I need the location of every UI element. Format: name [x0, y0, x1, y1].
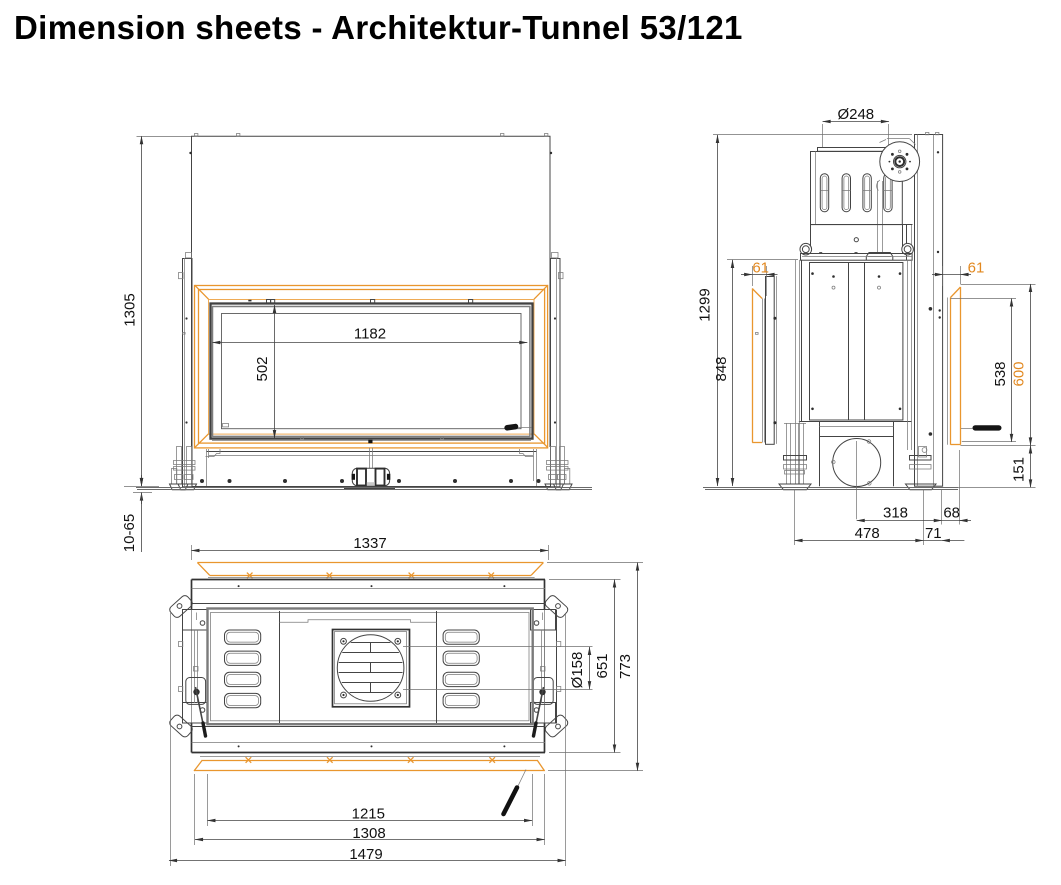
svg-text:478: 478	[855, 525, 880, 542]
svg-text:68: 68	[943, 505, 960, 522]
svg-text:1337: 1337	[353, 535, 386, 552]
svg-text:773: 773	[617, 654, 634, 679]
svg-text:600: 600	[1010, 361, 1027, 386]
svg-text:1479: 1479	[349, 846, 382, 863]
svg-text:651: 651	[594, 653, 611, 678]
svg-text:538: 538	[992, 361, 1009, 386]
svg-text:1308: 1308	[352, 825, 385, 842]
svg-text:1215: 1215	[352, 806, 385, 823]
svg-text:502: 502	[254, 356, 271, 381]
svg-text:10-65: 10-65	[121, 514, 138, 552]
svg-text:1305: 1305	[121, 293, 138, 326]
svg-text:61: 61	[752, 260, 769, 277]
svg-text:318: 318	[883, 505, 908, 522]
svg-text:71: 71	[925, 525, 942, 542]
svg-text:848: 848	[713, 356, 730, 381]
svg-text:1299: 1299	[697, 288, 714, 321]
svg-text:Ø158: Ø158	[569, 652, 586, 689]
svg-text:61: 61	[968, 260, 985, 277]
svg-text:Ø248: Ø248	[837, 106, 874, 123]
svg-text:1182: 1182	[354, 326, 386, 343]
svg-text:151: 151	[1010, 457, 1027, 482]
